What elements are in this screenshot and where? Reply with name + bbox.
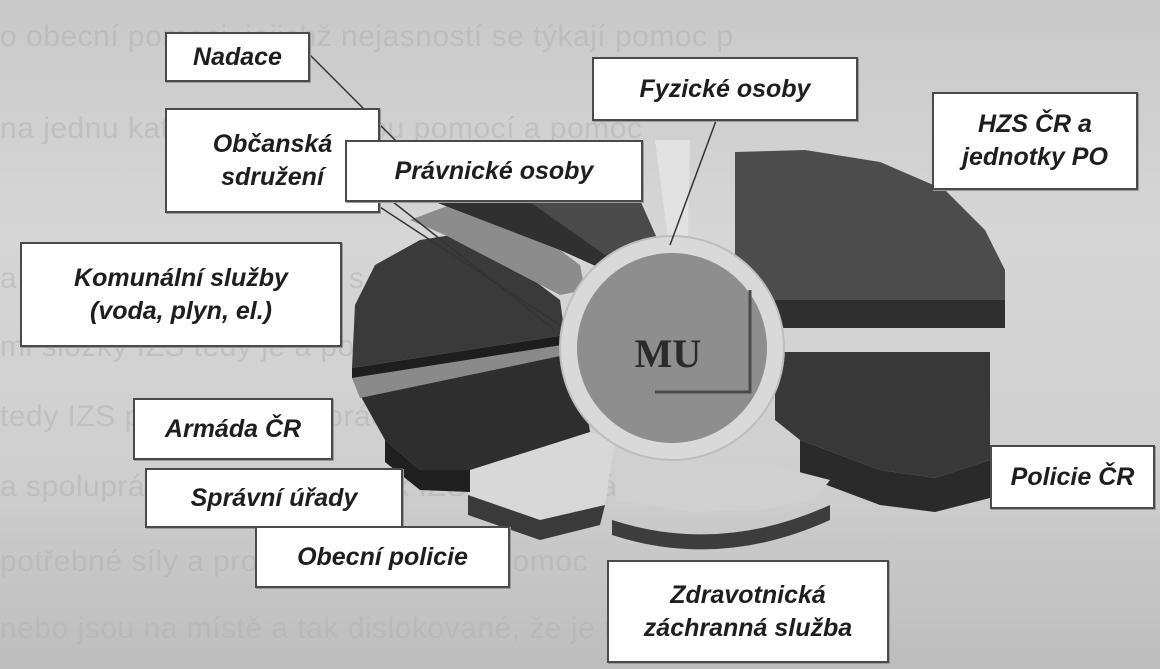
label-spravni-urady: Správní úřady	[145, 468, 403, 528]
label-hzs: HZS ČR a jednotky PO	[932, 92, 1138, 190]
label-zdravotnicka: Zdravotnická záchranná služba	[607, 560, 889, 663]
label-nadace: Nadace	[165, 32, 310, 82]
segment-obecni-policie	[468, 432, 615, 540]
label-policie: Policie ČR	[990, 445, 1155, 509]
segment-zdravotnicka	[612, 440, 830, 550]
center-hub	[559, 235, 785, 461]
segment-policie	[775, 352, 990, 512]
label-armada: Armáda ČR	[133, 398, 333, 460]
background-text-texture: o obecní pomoci, jejichž nejasností se t…	[0, 20, 734, 53]
label-obcanska-sdruzeni: Občanská sdružení	[165, 108, 380, 213]
segment-light-thin	[352, 345, 565, 398]
segment-obcanska	[410, 205, 585, 295]
center-label: MU	[634, 331, 702, 376]
label-pravnicke-osoby: Právnické osoby	[345, 140, 643, 202]
label-komunalni-sluzby: Komunální služby (voda, plyn, el.)	[20, 242, 342, 347]
background-text-texture: nebo jsou na místě a tak dislokované, že…	[0, 612, 631, 645]
label-fyzicke-osoby: Fyzické osoby	[592, 57, 858, 121]
segment-fyzicke-osoby	[655, 140, 690, 250]
label-obecni-policie: Obecní policie	[255, 526, 510, 588]
